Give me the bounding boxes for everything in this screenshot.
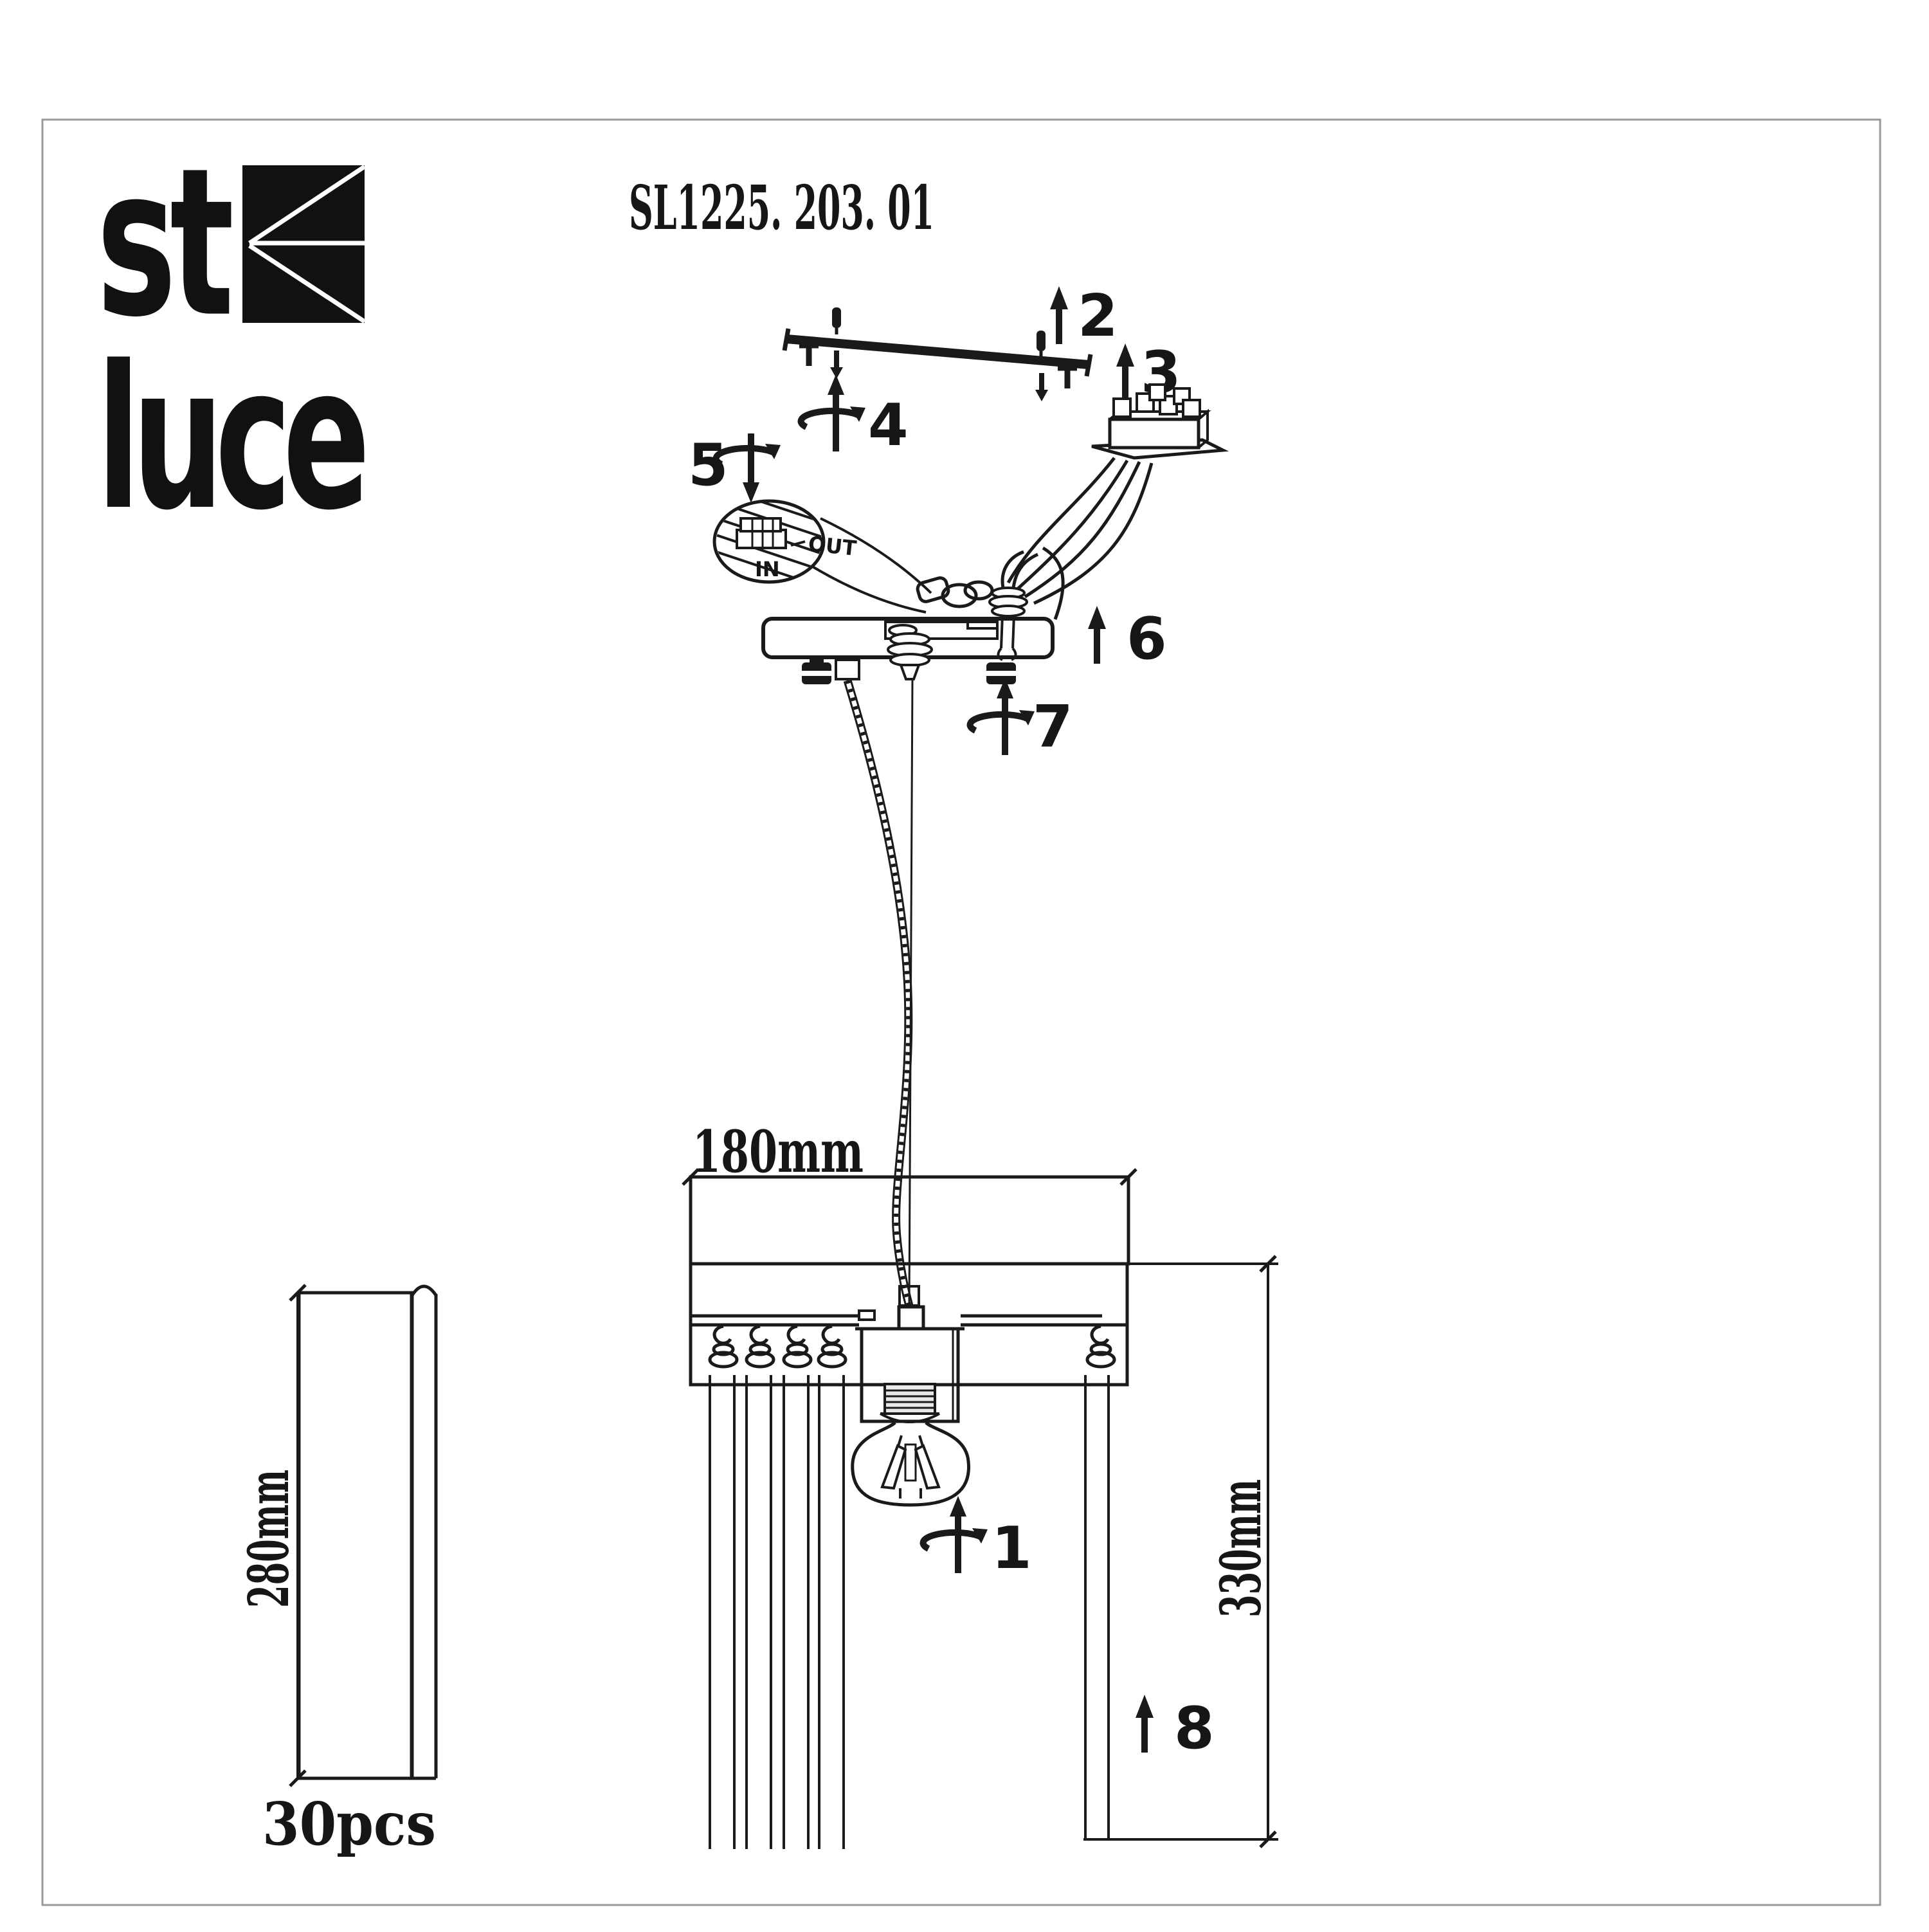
fixture-body (689, 1175, 1130, 1387)
hanging-rods (709, 1375, 1110, 1849)
bulb-icon (851, 1421, 970, 1507)
t-screw-icon (799, 345, 819, 366)
terminal-block (1091, 383, 1229, 460)
strain-relief (988, 587, 1028, 661)
up-arrow-icon (1050, 286, 1068, 344)
wire-entry-loops (916, 576, 994, 608)
rotate-screw-icon (801, 374, 865, 451)
dimension-width-label: 180mm (693, 1118, 864, 1186)
wire-bundle (1001, 457, 1154, 620)
hook-pulley-icon (710, 1326, 737, 1367)
hook-pulley-icon (1087, 1326, 1114, 1367)
e27-socket (880, 1383, 940, 1423)
step-label-5: 5 (688, 432, 729, 499)
steel-cable (843, 679, 914, 1307)
up-arrow-icon (1088, 606, 1106, 664)
page-border-frame (41, 118, 1881, 1906)
step-label-6: 6 (1127, 605, 1167, 673)
screw-peg-icon (1037, 331, 1046, 358)
screw-peg-icon (832, 307, 841, 334)
brand-logo-text-st: st (96, 125, 234, 363)
brand-logo-text-luce: luce (96, 324, 370, 554)
bubble-tail (810, 517, 932, 614)
step-label-7: 7 (1033, 693, 1073, 761)
brand-logo-mark (242, 165, 366, 324)
knurled-nut (986, 662, 1016, 684)
terminal-out-label: OUT (807, 531, 858, 561)
up-arrow-icon (1136, 1695, 1154, 1753)
support-wire (908, 679, 914, 1306)
dimension-line-rod: 280mm (237, 1284, 307, 1787)
glass-rod-figure (297, 1284, 438, 1780)
hook-pulley-icon (784, 1326, 811, 1367)
model-number: SL1225. 203. 01 (629, 172, 934, 244)
mini-terminal-block (736, 517, 787, 549)
cable-fitting (835, 659, 860, 680)
screw-direction-arrow-icon (1035, 373, 1048, 401)
up-arrow-icon (1116, 343, 1134, 401)
hook-pulley-row (710, 1326, 1114, 1367)
dimension-line-height: 330mm (1083, 1255, 1278, 1848)
rotate-screw-icon (970, 678, 1035, 755)
step-label-8: 8 (1174, 1695, 1215, 1762)
dimension-rod-label: 280mm (237, 1470, 302, 1608)
lamp-holder (860, 1327, 960, 1423)
step-label-1: 1 (992, 1515, 1032, 1582)
terminal-in-label: IN (755, 557, 780, 581)
cord-grip (887, 632, 933, 680)
dimension-height-label: 330mm (1209, 1479, 1274, 1618)
hook-pulley-icon (747, 1326, 774, 1367)
dimension-line-width: 180mm (682, 1118, 1137, 1186)
detail-bubble: OUT IN (712, 499, 932, 614)
out-leader-line (790, 540, 806, 547)
canopy (761, 587, 1055, 684)
hook-pulley-icon (819, 1326, 846, 1367)
nut-stem (810, 657, 824, 662)
t-screw-icon (1058, 368, 1077, 388)
rotate-screw-icon (923, 1496, 988, 1573)
step-label-4: 4 (868, 392, 909, 459)
rod-quantity-label: 30pcs (262, 1789, 436, 1859)
knurled-nut (802, 662, 831, 684)
screw-direction-arrow-icon (830, 351, 843, 379)
step-label-2: 2 (1078, 282, 1118, 350)
mounting-bar (782, 328, 1093, 377)
